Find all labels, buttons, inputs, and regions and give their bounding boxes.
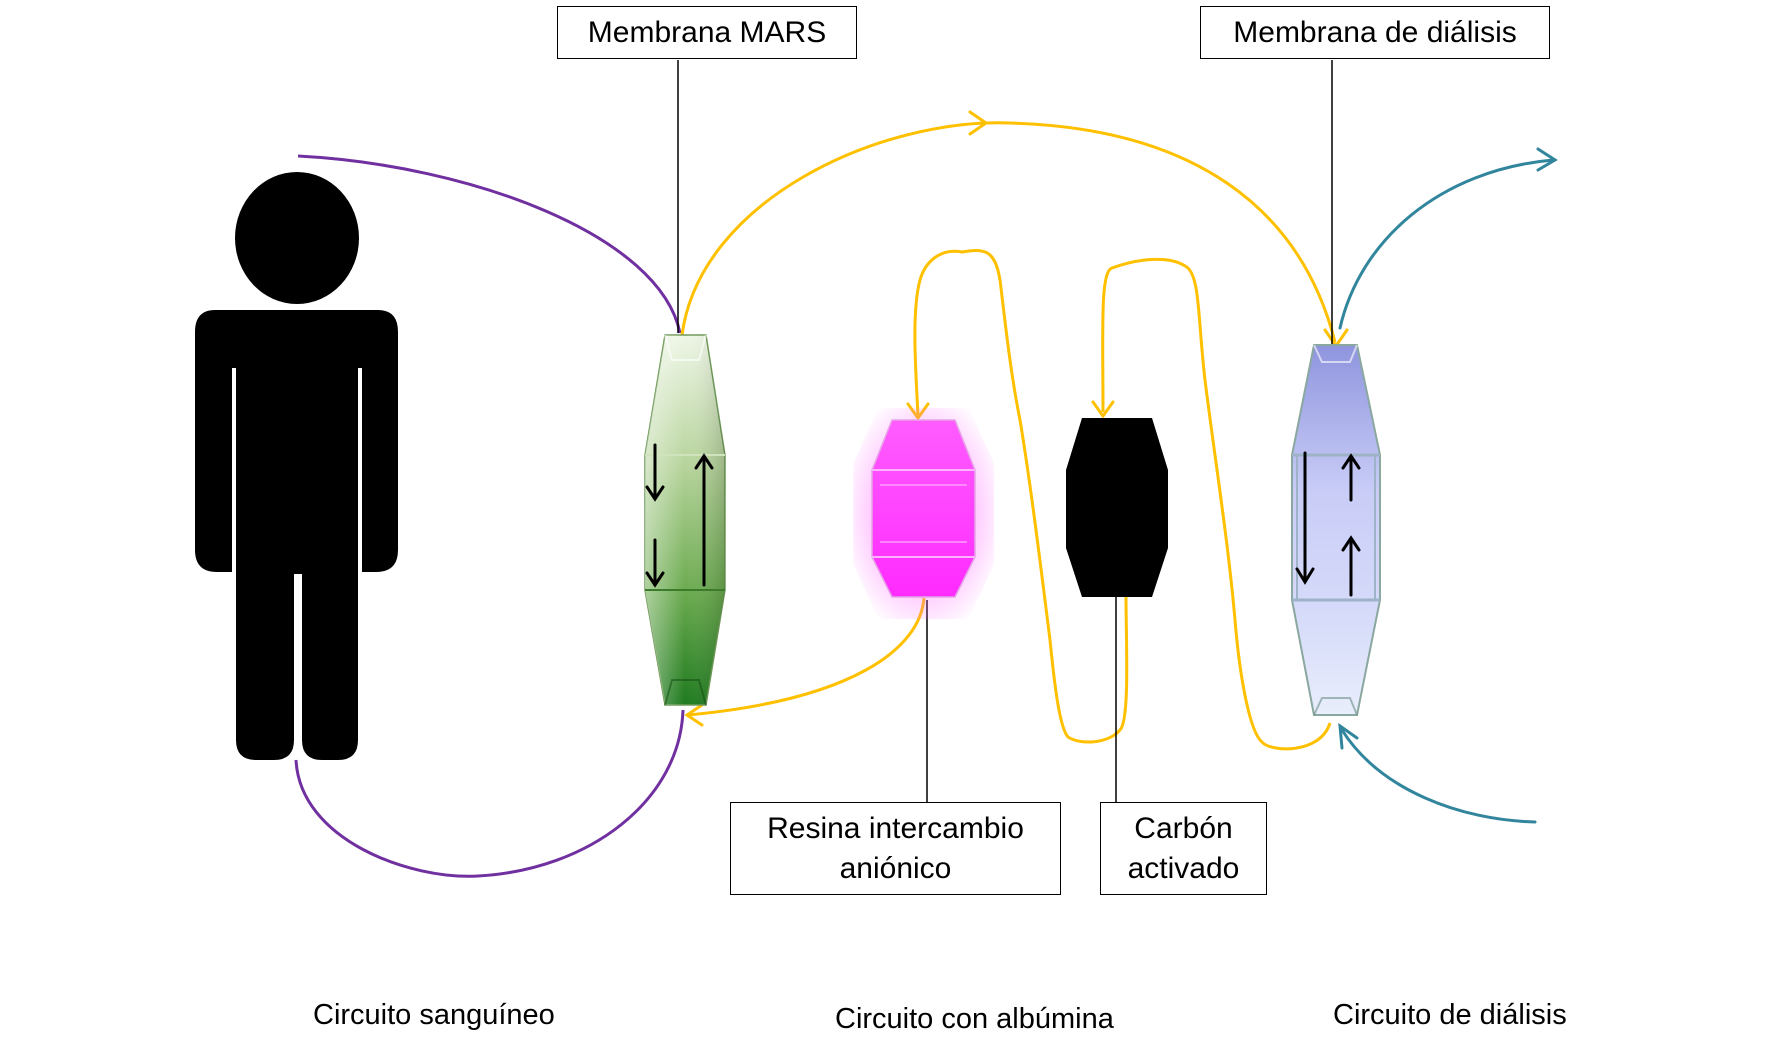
- label-carbon-line2: activado: [1127, 851, 1240, 885]
- caption-albumin-circuit: Circuito con albúmina: [835, 1003, 1114, 1035]
- albumin-arrowheads: [684, 110, 1349, 727]
- dialysis-flow-arrows: [1295, 451, 1361, 597]
- dialysate-arrowhead-out: [1536, 147, 1558, 172]
- arrowhead-top-right: [968, 110, 989, 136]
- resin-column: [853, 408, 994, 620]
- blood-line-out: [297, 154, 682, 334]
- mars-flow-arrows: [645, 443, 714, 588]
- arrowhead-into-carbon: [1091, 400, 1115, 419]
- dialysis-filter: [1291, 344, 1381, 716]
- caption-dialysis-circuit: Circuito de diálisis: [1333, 999, 1567, 1031]
- label-pointer-lines: [677, 60, 1333, 802]
- label-carbon-line1: Carbón: [1134, 811, 1233, 845]
- blood-line-return: [294, 709, 685, 878]
- label-dialysis-membrane: Membrana de diálisis: [1200, 6, 1550, 59]
- person-silhouette-icon: [195, 172, 398, 760]
- label-resin-line1: Resina intercambio: [767, 811, 1024, 845]
- albumin-line-carbon-to-resin: [913, 248, 1129, 744]
- blood-circuit-lines: [294, 154, 685, 878]
- carbon-column: [1066, 418, 1168, 597]
- dialysate-line-out: [1338, 158, 1555, 330]
- dialysate-arrowhead-in: [1338, 722, 1359, 750]
- albumin-line-dialyzer-to-carbon: [1101, 257, 1332, 751]
- label-carbon: Carbón activado: [1100, 802, 1267, 895]
- label-mars-membrane-text: Membrana MARS: [587, 15, 827, 49]
- arrowhead-into-dialyzer: [1323, 328, 1349, 349]
- label-resin: Resina intercambio aniónico: [730, 802, 1061, 895]
- label-mars-membrane: Membrana MARS: [557, 6, 857, 59]
- dialysate-line-in: [1340, 728, 1537, 824]
- label-resin-line2: aniónico: [839, 851, 952, 885]
- dialysate-circuit-lines: [1338, 147, 1558, 824]
- caption-blood-circuit: Circuito sanguíneo: [313, 999, 555, 1031]
- albumin-circuit-lines: [680, 121, 1337, 751]
- albumin-line-mars-to-dialyzer: [680, 121, 1337, 343]
- label-dialysis-membrane-text: Membrana de diálisis: [1233, 15, 1517, 49]
- arrowhead-into-mars: [684, 703, 704, 727]
- mars-filter: [644, 334, 726, 706]
